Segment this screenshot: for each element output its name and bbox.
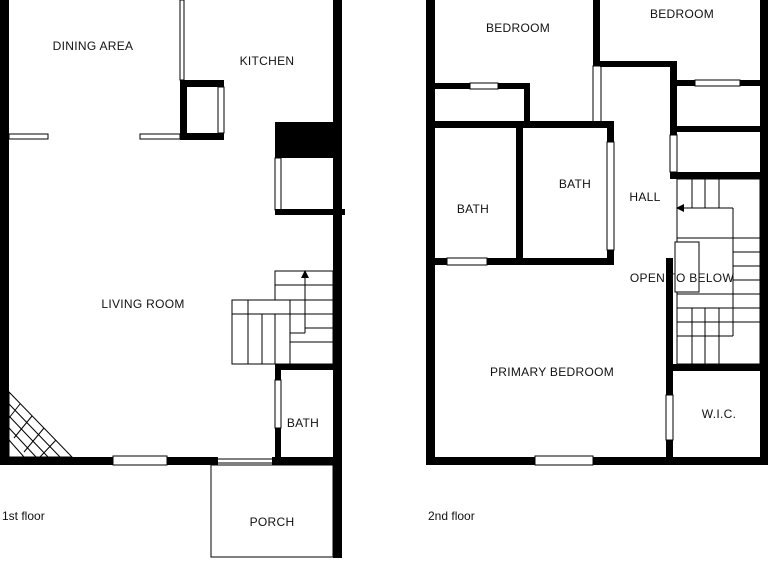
- bedroom-divider: [593, 0, 600, 66]
- right-bedroom-closet-top: [600, 61, 675, 67]
- bath-door: [274, 379, 282, 429]
- stairs-floor1: [231, 270, 334, 365]
- room-label-porch: PORCH: [250, 515, 295, 529]
- left-closet-side-wall: [524, 83, 530, 123]
- baths-bottom-wall: [430, 258, 614, 265]
- right-closet-bottom: [670, 126, 760, 132]
- baths-divider-wall: [516, 121, 523, 264]
- fireplace: [8, 390, 74, 458]
- first-floor: DINING AREA KITCHEN LIVING ROOM BATH POR…: [0, 0, 345, 558]
- floor1-left-wall: [0, 0, 9, 465]
- hall-right-wall-top: [670, 61, 677, 135]
- room-label-hall: HALL: [629, 190, 660, 204]
- pantry-top-wall: [180, 80, 224, 87]
- floor1-right-wall: [333, 0, 342, 558]
- stairwell-top-wall: [670, 172, 760, 179]
- room-label-wic: W.I.C.: [702, 407, 736, 421]
- room-label-primary-bedroom: PRIMARY BEDROOM: [490, 365, 614, 379]
- pantry-left-wall: [180, 80, 187, 140]
- wic-top-wall: [673, 364, 760, 371]
- hall-side-door: [669, 134, 678, 173]
- primary-bedroom-right-wall: [666, 258, 673, 465]
- floor1-bottom-wall: [0, 457, 342, 465]
- left-bedroom-door: [592, 65, 602, 124]
- floor2-window-bottom: [534, 455, 594, 466]
- room-label-bath-center: BATH: [559, 177, 591, 191]
- bath-left-door: [446, 257, 488, 266]
- floor2-left-wall: [426, 0, 435, 465]
- dining-divider-right: [139, 133, 181, 140]
- room-label-living: LIVING ROOM: [101, 297, 184, 311]
- room-label-bedroom-left: BEDROOM: [486, 21, 550, 35]
- pantry-door: [217, 86, 225, 134]
- floor2-bottom-wall: [426, 457, 768, 465]
- porch-outline: [210, 464, 334, 558]
- room-label-bath-left: BATH: [457, 202, 489, 216]
- room-label-dining: DINING AREA: [53, 39, 134, 53]
- floor1-title: 1st floor: [2, 509, 45, 523]
- dining-divider-left: [8, 133, 49, 140]
- kitchen-side-door: [274, 157, 282, 211]
- room-label-open-to-below: OPEN TO BELOW: [630, 271, 735, 285]
- bath-center-door: [606, 141, 615, 251]
- kitchen-bottom-wall: [275, 209, 345, 215]
- kitchen-fixture-block: [275, 122, 333, 158]
- floor2-title: 2nd floor: [428, 509, 475, 523]
- dining-partition: [179, 0, 185, 81]
- pantry-bottom-wall: [180, 133, 224, 140]
- floor2-right-wall: [760, 0, 768, 465]
- room-label-bedroom-right: BEDROOM: [650, 7, 714, 21]
- stairs-floor2: [674, 178, 761, 365]
- second-floor: BEDROOM BEDROOM BATH BATH HALL OPEN TO B…: [426, 0, 768, 523]
- room-label-bath-floor1: BATH: [287, 416, 319, 430]
- wic-door: [665, 394, 674, 441]
- bath-top-wall: [275, 364, 333, 370]
- room-label-kitchen: KITCHEN: [240, 54, 295, 68]
- porch-door-opening: [218, 456, 272, 466]
- floor1-window-bottom: [112, 455, 168, 466]
